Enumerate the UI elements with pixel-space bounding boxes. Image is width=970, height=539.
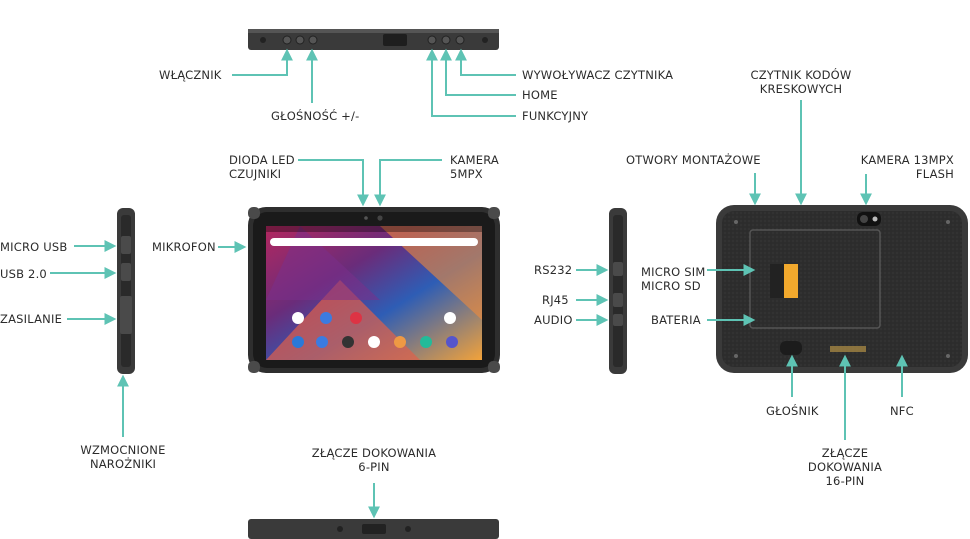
- label-funkcyjny: FUNKCYJNY: [522, 109, 589, 123]
- label-wywolywacz: WYWOŁYWACZ CZYTNIKA: [522, 68, 674, 82]
- label-czytnik: CZYTNIK KODÓW KRESKOWYCH: [741, 68, 861, 96]
- label-dokowanie16-line2: DOKOWANIA: [807, 460, 883, 474]
- label-glosnosc: GŁOŚNOŚĆ +/-: [271, 109, 360, 123]
- label-otwory: OTWORY MONTAŻOWE: [626, 153, 761, 167]
- bottom-edge-view: [248, 519, 499, 539]
- label-kamera13-line1: KAMERA 13MPX: [860, 153, 954, 167]
- right-side-view: [609, 208, 627, 374]
- label-kamera5-line1: KAMERA: [450, 153, 499, 167]
- label-dokowanie16: ZŁĄCZE DOKOWANIA 16-PIN: [795, 446, 895, 488]
- label-micro-sim: MICRO SIM MICRO SD: [641, 265, 705, 293]
- label-kamera5-line2: 5MPX: [450, 167, 483, 181]
- left-side-view: [117, 208, 135, 374]
- label-dokowanie6: ZŁĄCZE DOKOWANIA 6-PIN: [296, 446, 452, 474]
- arrow-wlacznik: [232, 48, 293, 76]
- label-dokowanie16-line1: ZŁĄCZE: [821, 446, 869, 460]
- label-czytnik-line2: KRESKOWYCH: [759, 82, 843, 96]
- arrows: [50, 48, 908, 519]
- arrow-funkcyjny: [426, 48, 516, 117]
- front-view: [248, 207, 500, 373]
- label-narozniki-line2: NAROŻNIKI: [89, 457, 157, 471]
- label-narozniki-line1: WZMOCNIONE: [80, 443, 166, 457]
- label-dioda-line1: DIODA LED: [229, 153, 295, 167]
- label-kamera13-line2: FLASH: [915, 167, 954, 181]
- label-dioda: DIODA LED CZUJNIKI: [229, 153, 295, 181]
- label-dokowanie6-line1: ZŁĄCZE DOKOWANIA: [311, 446, 437, 460]
- label-home: HOME: [522, 88, 558, 102]
- label-micro-sim-line1: MICRO SIM: [641, 265, 706, 279]
- label-glosnik: GŁOŚNIK: [766, 404, 819, 418]
- label-micro-usb: MICRO USB: [0, 240, 68, 254]
- label-bateria: BATERIA: [651, 313, 701, 327]
- label-dokowanie16-line3: 16-PIN: [825, 474, 865, 488]
- arrow-home: [440, 48, 516, 96]
- back-view: [716, 205, 968, 373]
- arrow-dioda: [298, 159, 369, 207]
- label-usb: USB 2.0: [0, 267, 47, 281]
- label-nfc: NFC: [890, 404, 914, 418]
- label-kamera5: KAMERA 5MPX: [450, 153, 499, 181]
- label-kamera13: KAMERA 13MPX FLASH: [850, 153, 954, 181]
- arrow-kamera5: [374, 159, 442, 207]
- label-zasilanie: ZASILANIE: [0, 312, 63, 326]
- label-dokowanie6-line2: 6-PIN: [358, 460, 390, 474]
- label-rs232: RS232: [534, 263, 573, 277]
- label-narozniki: WZMOCNIONE NAROŻNIKI: [70, 443, 176, 471]
- label-wlacznik: WŁĄCZNIK: [159, 68, 222, 82]
- label-rj45: RJ45: [542, 293, 569, 307]
- label-micro-sim-line2: MICRO SD: [641, 279, 701, 293]
- label-dioda-line2: CZUJNIKI: [229, 167, 282, 181]
- label-mikrofon: MIKROFON: [152, 240, 216, 254]
- label-audio: AUDIO: [534, 313, 573, 327]
- label-czytnik-line1: CZYTNIK KODÓW: [750, 68, 852, 82]
- top-edge-view: [248, 29, 499, 50]
- arrow-wywolywacz: [455, 48, 516, 76]
